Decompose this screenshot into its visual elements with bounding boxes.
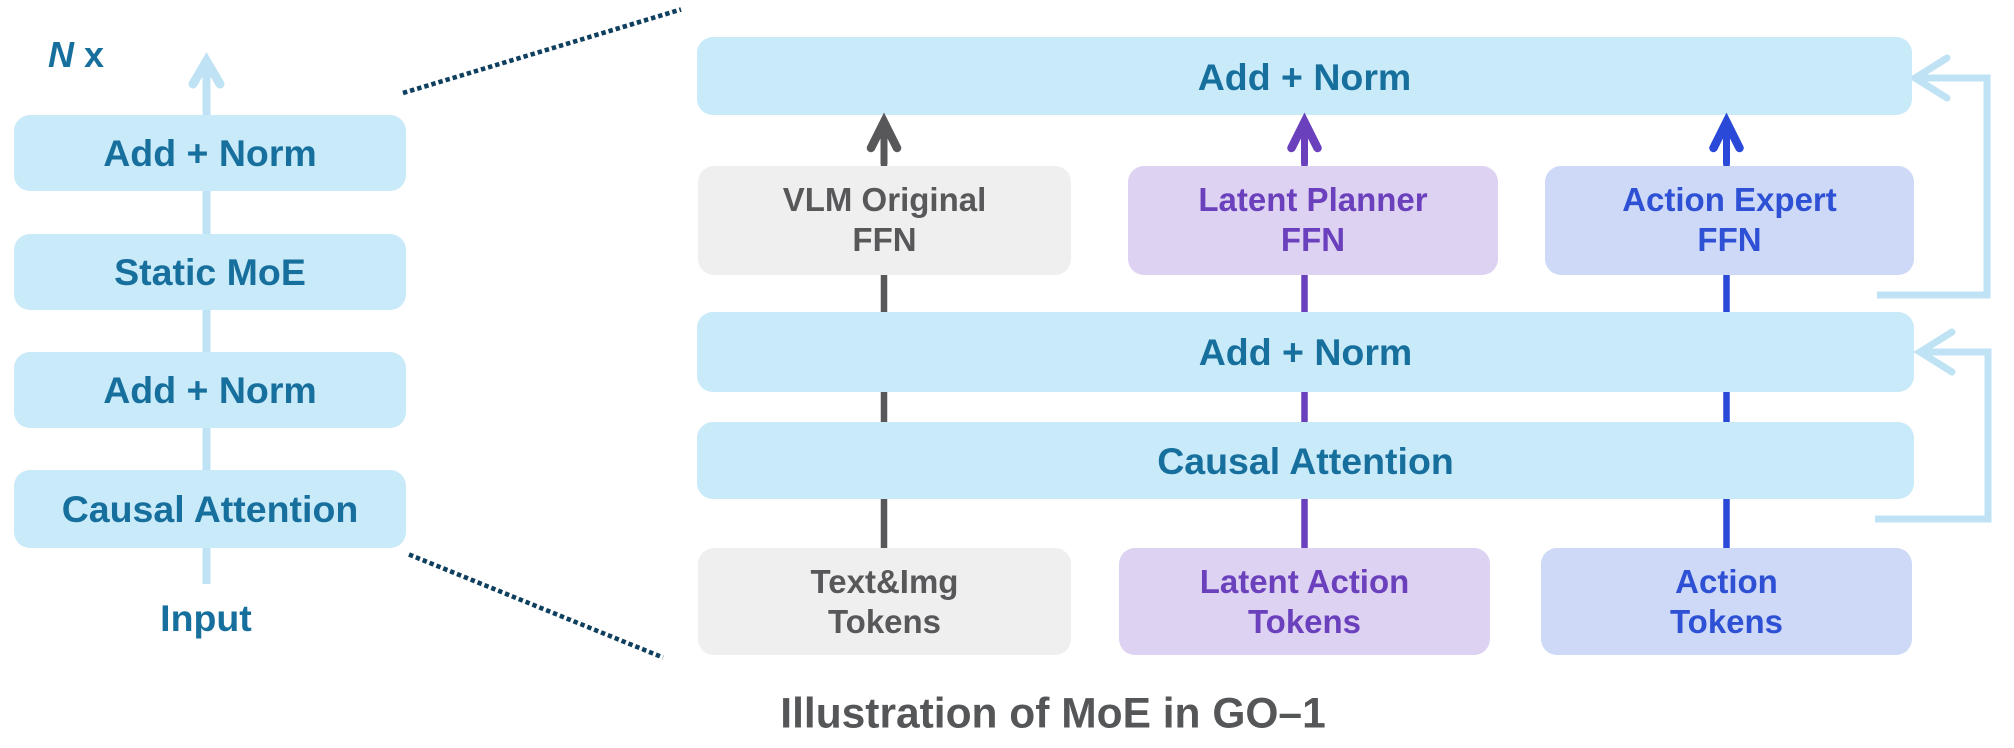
svg-text:Causal Attention: Causal Attention bbox=[62, 488, 359, 530]
svg-text:FFN: FFN bbox=[1697, 221, 1761, 258]
svg-text:Action: Action bbox=[1675, 563, 1778, 600]
svg-text:Add + Norm: Add + Norm bbox=[103, 132, 317, 174]
svg-text:Add + Norm: Add + Norm bbox=[1198, 56, 1412, 98]
svg-text:Static MoE: Static MoE bbox=[114, 251, 306, 293]
svg-text:Latent Planner: Latent Planner bbox=[1198, 181, 1427, 218]
svg-text:Add + Norm: Add + Norm bbox=[103, 369, 317, 411]
svg-text:Illustration of MoE in GO–1: Illustration of MoE in GO–1 bbox=[780, 691, 1325, 738]
svg-text:Tokens: Tokens bbox=[1248, 603, 1361, 640]
svg-text:N x: N x bbox=[48, 34, 104, 75]
svg-text:VLM Original: VLM Original bbox=[783, 181, 987, 218]
svg-text:Action Expert: Action Expert bbox=[1622, 181, 1837, 218]
svg-text:Tokens: Tokens bbox=[1670, 603, 1783, 640]
svg-text:FFN: FFN bbox=[852, 221, 916, 258]
svg-text:FFN: FFN bbox=[1281, 221, 1345, 258]
svg-text:Causal Attention: Causal Attention bbox=[1157, 440, 1454, 482]
svg-text:Add + Norm: Add + Norm bbox=[1199, 331, 1413, 373]
svg-text:Text&Img: Text&Img bbox=[811, 563, 959, 600]
svg-text:Input: Input bbox=[160, 597, 252, 639]
svg-text:Tokens: Tokens bbox=[828, 603, 941, 640]
svg-text:Latent Action: Latent Action bbox=[1200, 563, 1410, 600]
